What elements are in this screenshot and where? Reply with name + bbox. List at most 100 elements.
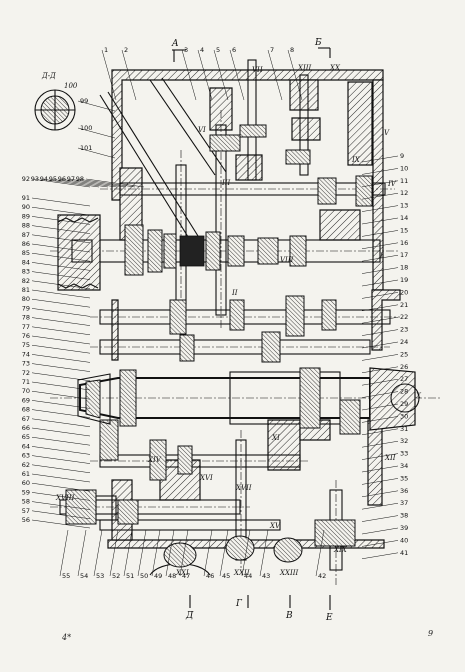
leader-line: [31, 326, 91, 336]
marker-iii: III: [221, 179, 231, 187]
leader-line: [151, 529, 161, 577]
callout-label: 70: [22, 387, 30, 395]
callout-label: 35: [400, 474, 408, 482]
callout-label: 39: [400, 524, 408, 532]
callout-label: 38: [400, 512, 408, 520]
leader-line: [31, 501, 91, 510]
callout-label: 76: [22, 332, 30, 340]
marker-xv: XV: [269, 522, 281, 530]
right-cap: [369, 367, 420, 431]
leader-line: [31, 381, 91, 391]
leader-line: [58, 178, 118, 188]
marker-v: V: [384, 129, 390, 137]
leader-line: [85, 178, 145, 188]
leader-line: [361, 552, 399, 560]
callout-label: 79: [22, 304, 30, 312]
marker-x: X: [415, 392, 422, 400]
callout-label: 93: [31, 175, 39, 183]
upper-bracket: [99, 77, 227, 241]
leader-line: [31, 216, 91, 225]
callout-label: 4: [200, 46, 204, 54]
callout-label: 82: [22, 277, 30, 285]
footer-page-number: 9: [428, 629, 433, 638]
callout-label: 3: [184, 46, 188, 54]
callout-label: 9: [400, 152, 404, 160]
callout-label: 64: [22, 442, 30, 450]
leader-line: [93, 529, 103, 577]
bottom-handles: [149, 519, 356, 576]
leader-line: [241, 529, 251, 577]
callout-label: 42: [318, 572, 326, 580]
leader-line: [361, 155, 399, 163]
callout-label: 16: [400, 239, 408, 247]
leader-line: [77, 147, 116, 159]
callout-label: 15: [400, 226, 408, 234]
callout-label: 67: [22, 415, 30, 423]
callout-label: 99: [80, 97, 88, 105]
leader-line: [213, 49, 229, 101]
callout-label: 25: [400, 350, 408, 358]
callout-label: 78: [22, 314, 30, 322]
footer-left: 4*: [61, 633, 71, 642]
callout-label: 33: [400, 450, 408, 458]
leader-line: [67, 178, 127, 188]
callout-label: 23: [400, 326, 408, 334]
callout-label: 11: [400, 177, 408, 185]
callout-label: 10: [400, 164, 408, 172]
callout-label: 20: [400, 288, 408, 296]
leader-line: [77, 100, 116, 112]
leader-line: [361, 440, 399, 448]
callout-label: 71: [22, 378, 30, 386]
leader-line: [31, 400, 91, 409]
leader-line: [361, 192, 399, 200]
callout-label: 17: [400, 251, 408, 259]
leader-line: [31, 262, 91, 271]
leader-line: [31, 427, 91, 437]
callout-label: 46: [206, 572, 214, 580]
callout-label: 19: [400, 276, 408, 284]
marker-xxi: XXI: [175, 569, 189, 577]
callout-label: 84: [22, 258, 30, 266]
leader-line: [31, 390, 91, 400]
marker-iv: IV: [387, 180, 397, 188]
leader-line: [361, 366, 399, 374]
leader-line: [361, 540, 399, 547]
callout-label: 54: [80, 572, 88, 580]
callout-label: 48: [168, 572, 176, 580]
leader-line: [361, 453, 399, 460]
section-d-bottom: Д: [185, 611, 194, 621]
callout-label: 73: [22, 360, 30, 368]
detail-title: Д-Д: [41, 72, 56, 80]
callout-label: 63: [22, 452, 30, 460]
callout-label: 57: [22, 507, 30, 515]
leader-line: [361, 180, 399, 188]
callout-label: 40: [400, 536, 408, 544]
callout-label: 29: [400, 400, 408, 408]
cutting-planes: A Б Д Г В Е: [171, 38, 333, 623]
callout-label: 21: [400, 301, 408, 309]
callout-label: 94: [40, 175, 48, 183]
callout-label: 6: [232, 46, 236, 54]
leader-line: [59, 529, 69, 577]
callout-label: 50: [140, 572, 148, 580]
callout-label: 101: [80, 144, 92, 152]
leader-line: [267, 49, 283, 101]
leader-line: [259, 529, 269, 577]
leader-line: [31, 464, 91, 474]
callout-label: 60: [22, 479, 30, 487]
leader-line: [31, 482, 91, 492]
callout-label: 5: [216, 46, 220, 54]
callout-label: 56: [22, 516, 30, 524]
leader-line: [31, 372, 91, 382]
leader-line: [219, 529, 229, 577]
leader-line: [179, 529, 189, 577]
callout-label: 72: [22, 369, 30, 377]
leader-line: [31, 298, 91, 308]
callout-label: 90: [22, 203, 30, 211]
callout-label: 74: [22, 350, 30, 358]
leader-line: [197, 49, 213, 101]
leader-line: [31, 418, 91, 428]
leader-line: [361, 515, 399, 522]
callout-label: 27: [400, 375, 408, 383]
callout-label: 83: [22, 268, 30, 276]
